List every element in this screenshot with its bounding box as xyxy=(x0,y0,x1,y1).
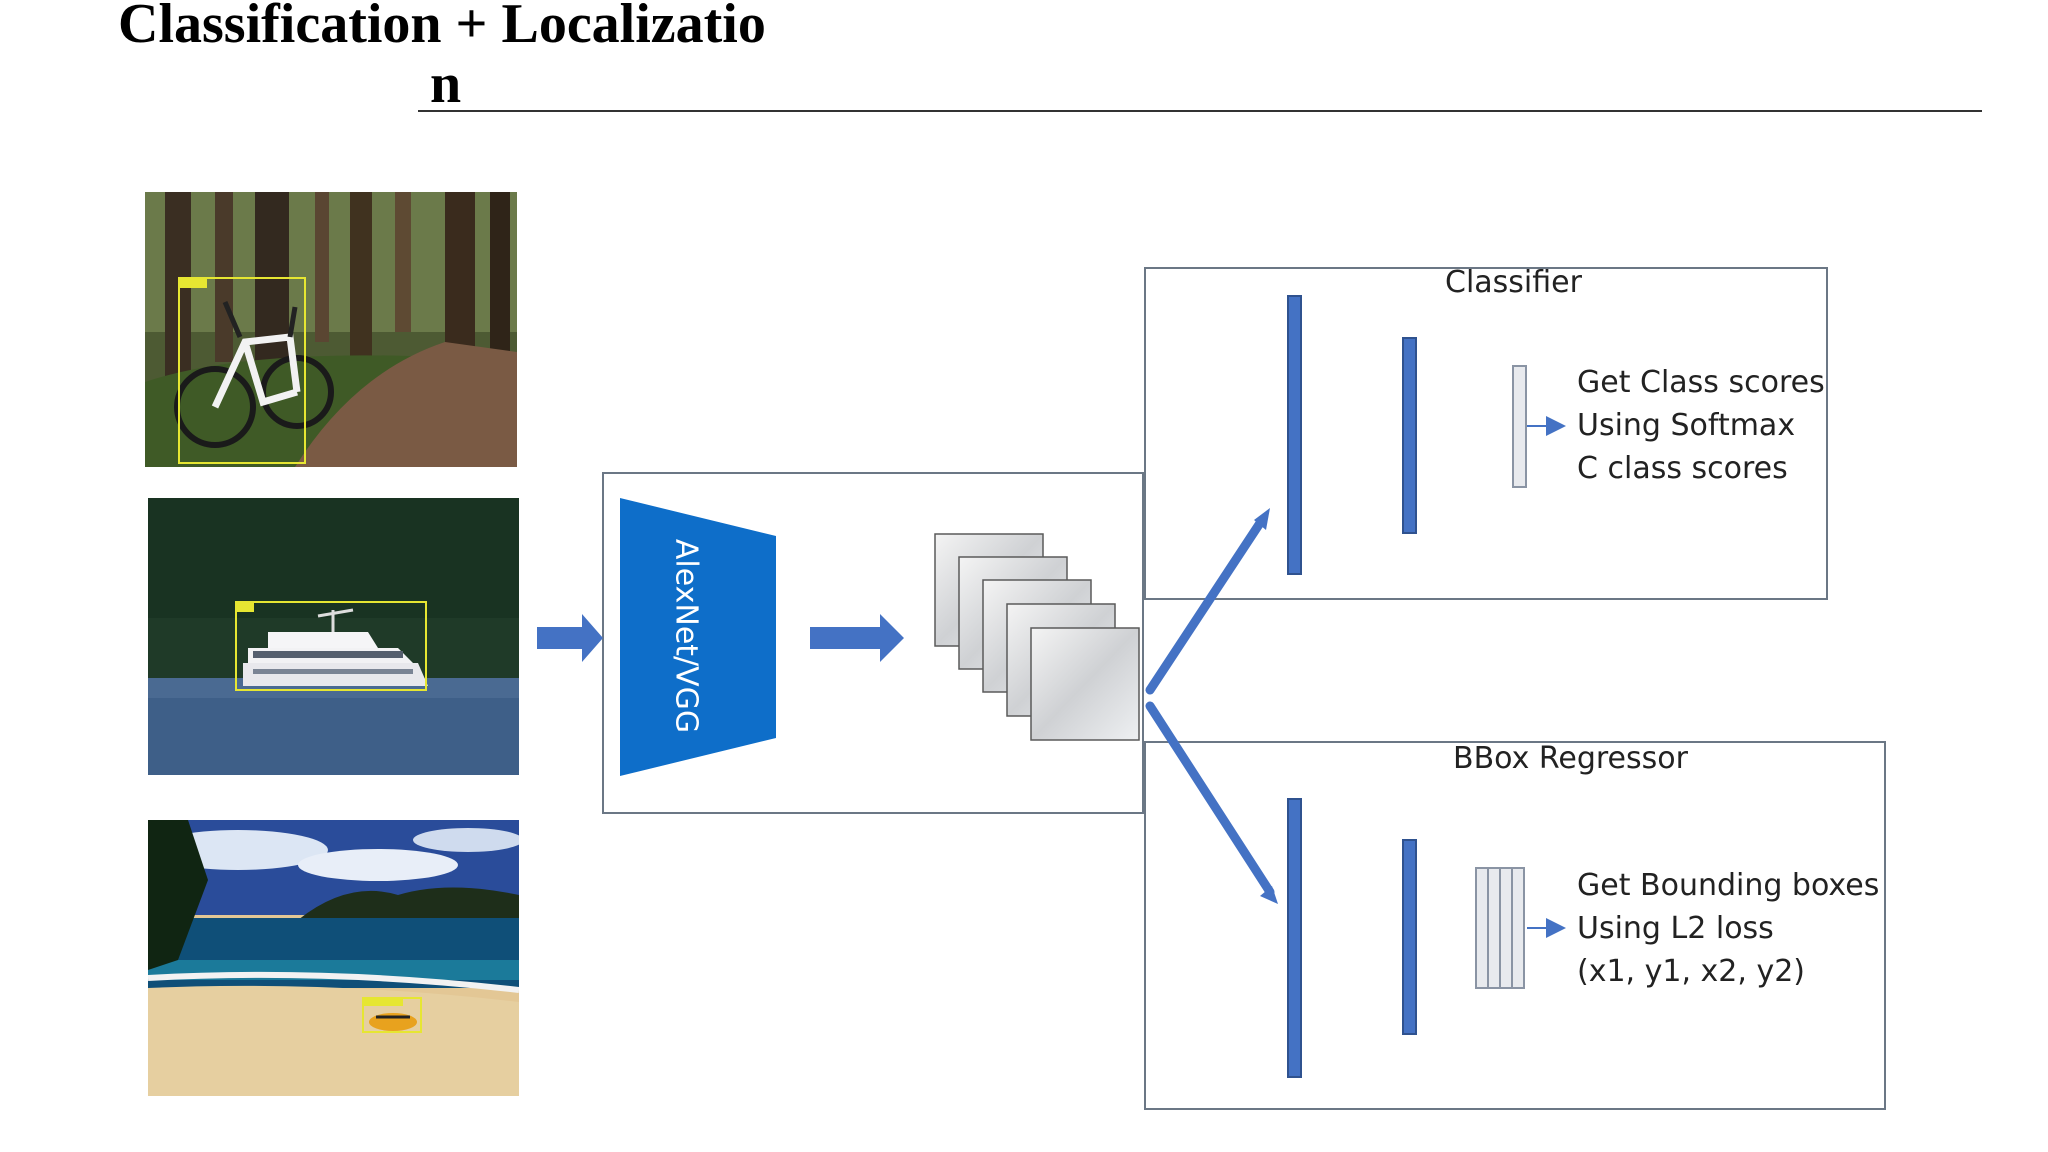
features-arrow xyxy=(810,614,904,662)
classifier-fc-layer-2 xyxy=(1402,337,1417,534)
page-title-line-1: Classification + Localizatio xyxy=(118,0,766,55)
classifier-fc-layer-1 xyxy=(1287,295,1302,575)
branch-arrowhead-regressor xyxy=(1260,886,1278,904)
regressor-fc-layer-2 xyxy=(1402,839,1417,1035)
regressor-output-line-1: Get Bounding boxes xyxy=(1577,868,1880,903)
backbone-label-text: AlexNet/VGG xyxy=(668,538,704,734)
regressor-title: BBox Regressor xyxy=(1453,741,1688,776)
input-image-boat xyxy=(148,498,519,775)
branch-arrow-to-regressor xyxy=(1145,701,1275,897)
input-arrow xyxy=(537,614,603,662)
regressor-box xyxy=(1144,741,1886,1110)
classifier-output-line-2: Using Softmax xyxy=(1577,408,1796,443)
regressor-fc-layer-1 xyxy=(1287,798,1302,1078)
classifier-output-text: Get Class scores Using Softmax C class s… xyxy=(1577,361,1825,490)
backbone-funnel xyxy=(620,498,776,776)
regressor-output-text: Get Bounding boxes Using L2 loss (x1, y1… xyxy=(1577,864,1879,993)
title-underline xyxy=(418,110,1982,112)
branch-arrowhead-classifier xyxy=(1254,508,1270,530)
regressor-output-cell-divider xyxy=(1511,869,1513,987)
regressor-output-cell-divider xyxy=(1499,869,1501,987)
classifier-title: Classifier xyxy=(1445,265,1582,300)
classifier-output-vector xyxy=(1512,365,1527,488)
regressor-output-vector xyxy=(1475,867,1525,989)
classifier-output-line-3: C class scores xyxy=(1577,451,1788,486)
regressor-output-cell-divider xyxy=(1487,869,1489,987)
branch-arrow-to-classifier xyxy=(1145,515,1267,695)
page-title-line-2: n xyxy=(430,53,462,115)
classifier-output-line-1: Get Class scores xyxy=(1577,365,1825,400)
classifier-box xyxy=(1144,267,1828,600)
backbone-container xyxy=(602,472,1144,814)
regressor-output-line-2: Using L2 loss xyxy=(1577,911,1774,946)
input-image-beach xyxy=(148,820,519,1096)
regressor-output-line-3: (x1, y1, x2, y2) xyxy=(1577,954,1805,989)
input-image-bicycle xyxy=(145,192,517,467)
feature-map-stack xyxy=(934,533,1140,741)
